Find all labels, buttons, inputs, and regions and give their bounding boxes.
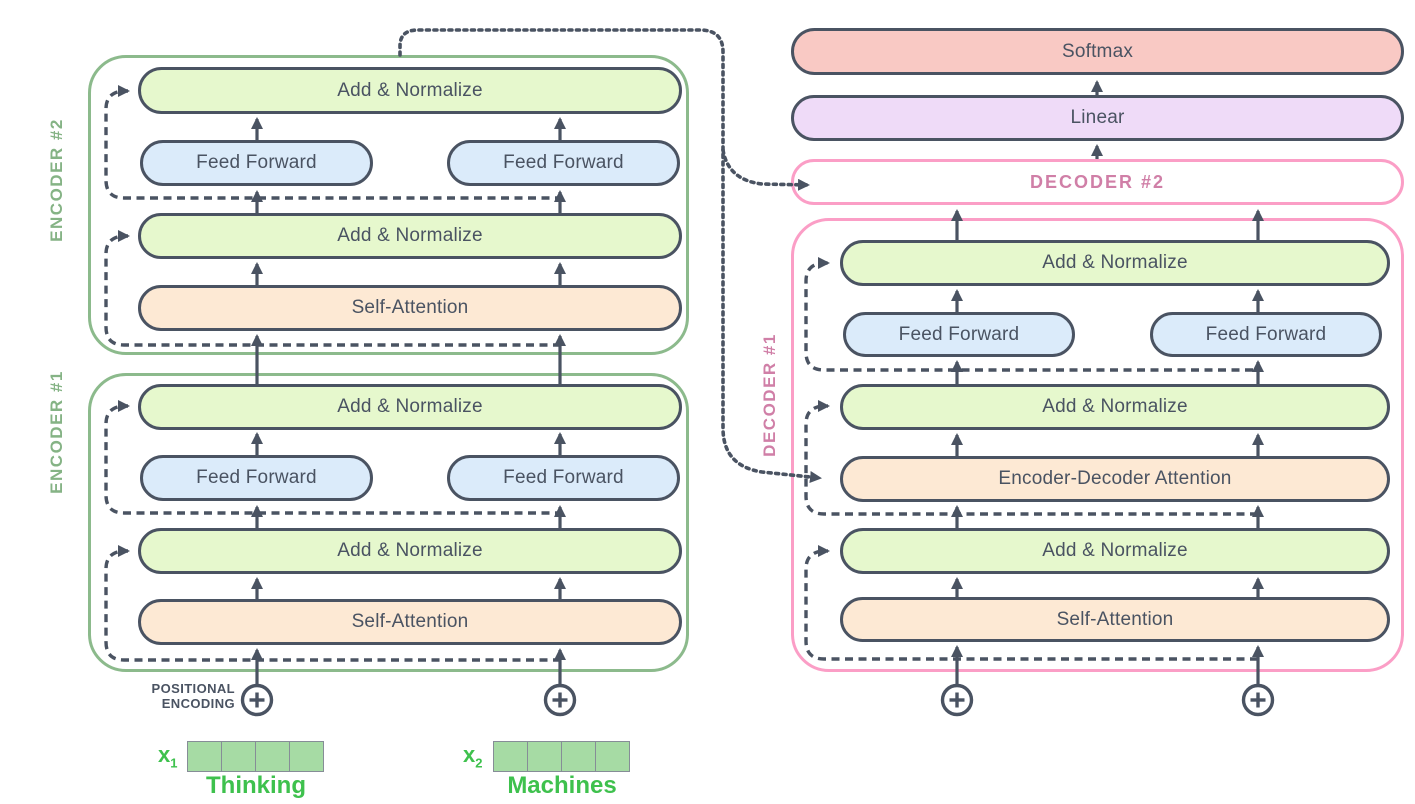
linear-block: Linear (791, 95, 1404, 141)
encoder2-feed-forward-right: Feed Forward (447, 140, 680, 186)
token2-symbol: x2 (463, 742, 483, 771)
decoder2-block: DECODER #2 (791, 159, 1404, 205)
plus-circle-icon (543, 683, 577, 717)
decoder1-add-normalize-top: Add & Normalize (840, 240, 1390, 286)
decoder1-add-normalize-bottom: Add & Normalize (840, 528, 1390, 574)
token2-embedding-vector (493, 741, 630, 772)
encoder1-add-normalize-top: Add & Normalize (138, 384, 682, 430)
encoder2-container (88, 55, 689, 355)
embedding-cell (188, 742, 221, 771)
decoder1-feed-forward-right: Feed Forward (1150, 312, 1382, 357)
softmax-block: Softmax (791, 28, 1404, 75)
residual-dashed-connections (104, 85, 1258, 662)
positional-encoding-label: POSITIONAL ENCODING (151, 681, 235, 711)
encoder1-self-attention: Self-Attention (138, 599, 682, 645)
embedding-cell (289, 742, 323, 771)
embedding-cell (255, 742, 289, 771)
plus-circle-icon (240, 683, 274, 717)
decoder1-container (791, 218, 1404, 672)
solid-arrows (251, 80, 1264, 684)
encoder2-self-attention: Self-Attention (138, 285, 682, 331)
encoder2-add-normalize-top: Add & Normalize (138, 67, 682, 114)
decoder1-feed-forward-left: Feed Forward (843, 312, 1075, 357)
decoder1-add-normalize-mid: Add & Normalize (840, 384, 1390, 430)
embedding-cell (527, 742, 561, 771)
decoder1-encoder-decoder-attention: Encoder-Decoder Attention (840, 456, 1390, 502)
encoder-output-dotted-path (398, 28, 822, 483)
token1-embedding-vector (187, 741, 324, 772)
token2-word: Machines (507, 772, 617, 799)
token1-word: Thinking (206, 772, 306, 799)
token1-symbol: x1 (158, 742, 178, 771)
positional-add-icons (240, 683, 1275, 717)
embedding-cell (561, 742, 595, 771)
embedding-cell (494, 742, 527, 771)
encoder2-add-normalize-mid: Add & Normalize (138, 213, 682, 259)
embedding-cell (595, 742, 629, 771)
encoder1-container (88, 373, 689, 672)
embedding-cell (221, 742, 255, 771)
plus-circle-icon (1241, 683, 1275, 717)
encoder1-feed-forward-right: Feed Forward (447, 455, 680, 501)
encoder1-add-normalize-mid: Add & Normalize (138, 528, 682, 574)
plus-circle-icon (940, 683, 974, 717)
encoder2-feed-forward-left: Feed Forward (140, 140, 373, 186)
encoder1-feed-forward-left: Feed Forward (140, 455, 373, 501)
decoder1-self-attention: Self-Attention (840, 597, 1390, 642)
